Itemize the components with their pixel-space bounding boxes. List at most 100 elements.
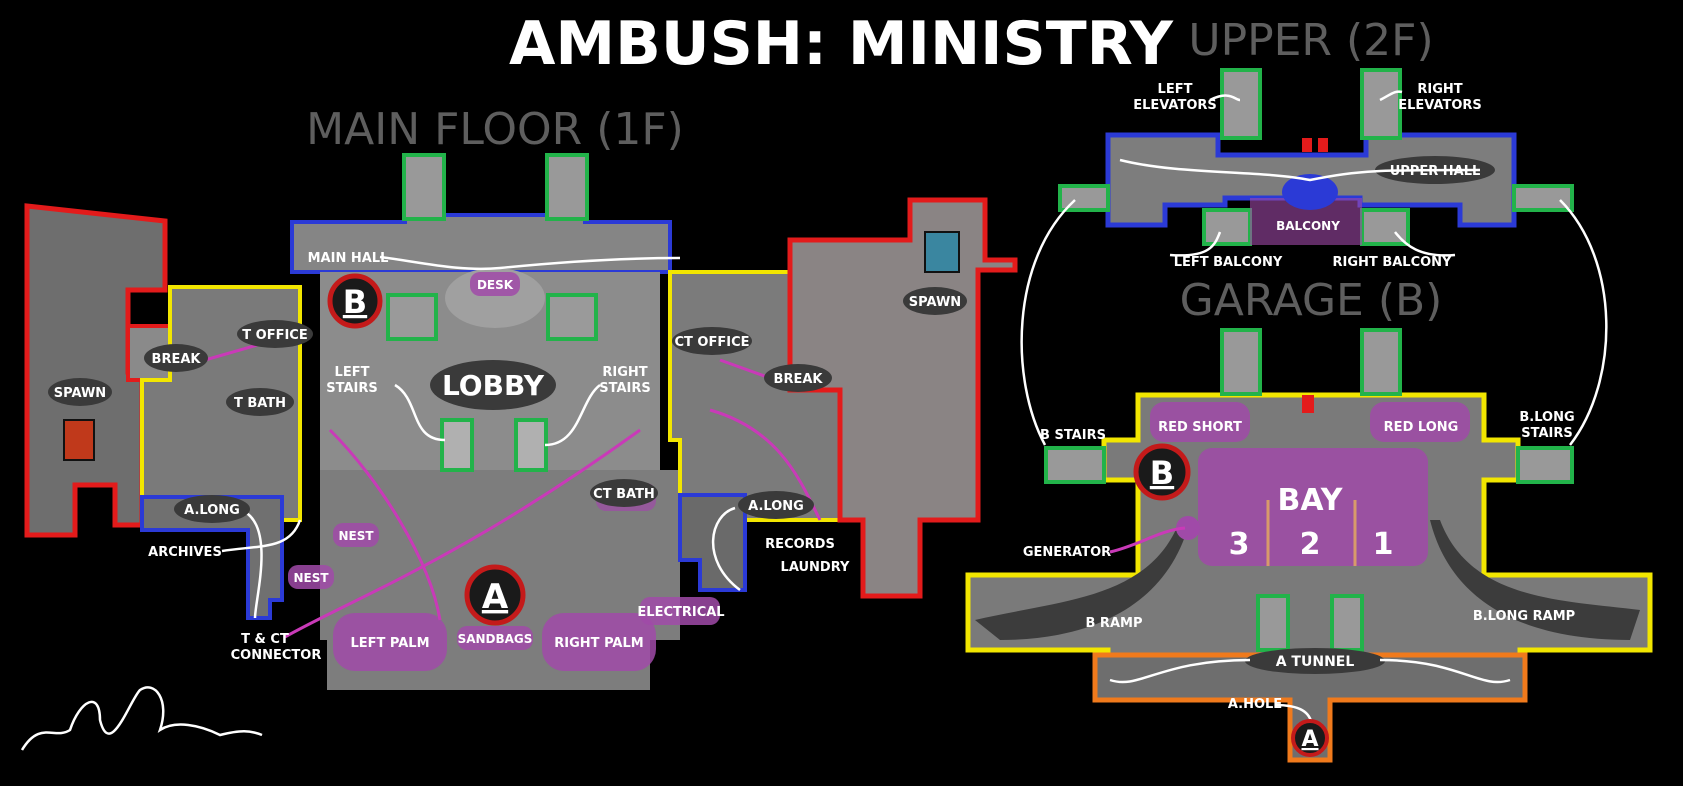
site-a-label-main: A [482,577,509,617]
red-long-label: RED LONG [1384,420,1459,435]
nest-zone-2 [288,565,334,589]
sandbags-zone [457,626,533,650]
left-elevator-upper [1220,68,1262,140]
lobby-right-alcove [546,293,598,341]
garage-elevator-left [1220,328,1262,396]
red-short-zone [1150,402,1250,442]
right-palm-label: RIGHT PALM [554,636,643,651]
right-stairs-label-2: STAIRS [599,381,651,396]
right-stair-upper [1512,184,1574,212]
archives-label: ARCHIVES [148,545,222,560]
left-elevators-label-2: ELEVATORS [1133,98,1217,113]
a-long-right-callout [711,506,741,591]
left-stairs-link [1020,199,1076,446]
left-balcony-callout [1169,231,1222,257]
b-long-ramp-label: B.LONG RAMP [1473,609,1575,624]
red-door-2 [1318,138,1328,152]
site-a-marker-main [464,564,526,626]
signature-scribble [20,686,263,751]
spawn-ct-label: SPAWN [909,295,961,310]
b-long-stairs-box [1516,446,1574,484]
right-balcony-label: RIGHT BALCONY [1333,255,1453,270]
right-stairs-link [1559,199,1608,446]
ct-office-label: CT OFFICE [674,335,749,350]
bay-label: BAY [1278,483,1344,518]
a-hole-label: A.HOLE [1228,697,1282,712]
balcony-area [1250,198,1362,245]
ct-bath-label: CT BATH [593,487,655,502]
connector-line [284,428,641,639]
b-ramp-label: B RAMP [1086,616,1143,631]
b-long-stairs-label-1: B.LONG [1519,410,1574,425]
balcony-blue [1282,174,1338,210]
nest-zone-1 [333,523,379,547]
left-palm-label: LEFT PALM [350,636,429,651]
right-elevators-label-1: RIGHT [1417,82,1462,97]
generator-point [1176,516,1200,540]
generator-label: GENERATOR [1023,545,1111,560]
laundry-label: LAUNDRY [781,560,850,575]
signature [20,686,263,751]
left-palm-zone [333,613,447,671]
left-stairs-label-2: STAIRS [326,381,378,396]
right-palm-zone [542,613,656,671]
left-elevators-label-1: LEFT [1158,82,1193,97]
red-door-1 [1302,138,1312,152]
floor-title-garage: GARAGE (B) [1180,275,1443,326]
site-b-marker-main [327,273,383,329]
floor-title-upper: UPPER (2F) [1188,15,1433,66]
lobby-left-alcove [386,293,438,341]
upper-floor: LEFT ELEVATORS RIGHT ELEVATORS UPPER HAL… [1020,68,1608,446]
bay-1-label: 1 [1373,527,1394,562]
connector-line-5 [719,358,771,380]
t-spawn-icon [63,419,95,461]
main-floor: B A SPAWN SPAWN MAIN HALL DESK T OFFICE … [24,153,1018,690]
left-balcony-box [1202,208,1252,246]
nest-label-2: NEST [293,571,329,585]
left-elevators-callout [1209,94,1241,102]
a-tunnel-callout [1109,658,1511,684]
left-elevator-main [402,153,446,221]
b-stairs-box [1044,446,1106,484]
upper-hall-callout [1119,158,1481,182]
a-tunnel-area [1092,652,1528,763]
site-b-label-garage: B [1150,454,1174,492]
nest-label-1: NEST [338,529,374,543]
archives-callout [221,519,302,553]
red-long-zone [1370,402,1470,442]
electrical-label: ELECTRICAL [637,605,724,620]
tunnel-stair-right [1330,594,1364,652]
right-stairs-label-1: RIGHT [602,365,647,380]
b-stairs-label: B STAIRS [1040,428,1106,443]
lobby-label: LOBBY [442,369,545,402]
right-balcony-callout [1394,231,1456,257]
a-long-right-label: A.LONG [748,499,804,514]
t-office-label: T OFFICE [242,328,307,343]
left-balcony-label: LEFT BALCONY [1174,255,1283,270]
site-b-label-main: B [343,283,367,321]
spawn-t-label: SPAWN [54,386,106,401]
label-pills-main [48,287,967,523]
right-stairs [514,418,548,472]
t-bath-label: T BATH [234,396,286,411]
a-long-left-label: A.LONG [184,503,240,518]
site-a-marker-garage [1291,719,1329,757]
electrical-zone [640,597,720,625]
floor-title-main: MAIN FLOOR (1F) [306,104,684,155]
b-long-stairs-label-2: STAIRS [1521,426,1573,441]
bay-3-label: 3 [1229,527,1250,562]
break-ct-label: BREAK [774,372,824,387]
map-title: AMBUSH: MINISTRY [509,9,1175,79]
desk-zone [470,272,520,296]
main-hall-label: MAIN HALL [308,251,389,266]
b-ramp [975,520,1190,640]
right-elevator-upper [1360,68,1402,140]
b-long-ramp [1430,520,1640,640]
right-stairs-callout [544,384,601,447]
red-short-label: RED SHORT [1158,420,1242,435]
records-label: RECORDS [765,537,835,552]
connector-label-1: T & CT [241,632,289,647]
bay-zone [1198,448,1428,566]
connector-line-2 [328,428,442,621]
